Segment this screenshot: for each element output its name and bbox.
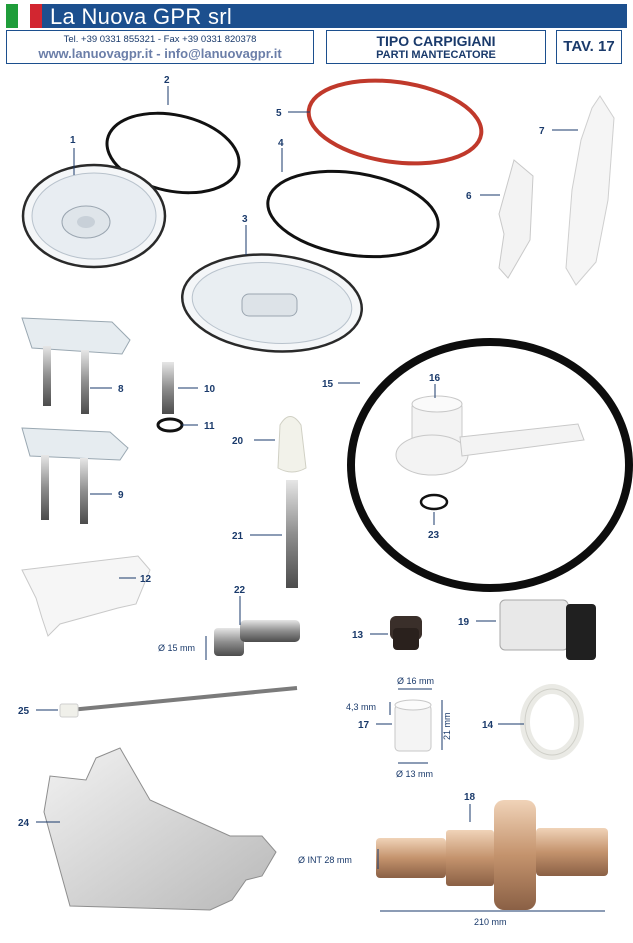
- part-21-pin: [286, 480, 298, 588]
- label-part-20: 20: [232, 436, 244, 447]
- label-part-21: 21: [232, 531, 244, 542]
- part-12-scraper: [21, 555, 151, 637]
- label-part-5: 5: [276, 108, 282, 119]
- part-3-cover: [180, 253, 364, 353]
- part-25-rod: [59, 686, 298, 718]
- part-23-oring: [419, 493, 449, 511]
- part-6-scraper: [498, 159, 534, 279]
- label-part-12: 12: [140, 574, 152, 585]
- label-part-1: 1: [70, 135, 76, 146]
- part-1-cover: [21, 163, 167, 269]
- label-part-6: 6: [466, 191, 472, 202]
- label-part-17: 17: [358, 720, 370, 731]
- part-22-shaft: [214, 620, 300, 656]
- part-15-gasket: [347, 338, 633, 592]
- part-2-gasket: [105, 111, 241, 195]
- page-title: TIPO CARPIGIANI: [376, 33, 496, 49]
- label-part-16: 16: [429, 373, 441, 384]
- leader-lines: [36, 86, 605, 912]
- label-part-23: 23: [428, 530, 440, 541]
- contact-web[interactable]: www.lanuovagpr.it - info@lanuovagpr.it: [38, 46, 282, 61]
- page-subtitle: PARTI MANTECATORE: [376, 49, 496, 61]
- table-reference: TAV. 17: [556, 30, 622, 64]
- part-4-gasket: [266, 169, 440, 259]
- part-16-valve: [395, 395, 585, 476]
- part-5-red-gasket: [306, 78, 484, 166]
- label-part-3: 3: [242, 214, 248, 225]
- dim-17-height-small: 4,3 mm: [346, 702, 376, 712]
- dim-17-top: Ø 16 mm: [397, 676, 434, 686]
- title-box: TIPO CARPIGIANI PARTI MANTECATORE: [326, 30, 546, 64]
- part-10-spring: [162, 362, 174, 414]
- part-9-spring-blade: [21, 427, 129, 524]
- label-part-4: 4: [278, 138, 284, 149]
- part-13-cap: [390, 616, 422, 650]
- dim-18-inner: Ø INT 28 mm: [298, 855, 352, 865]
- dim-22-diameter: Ø 15 mm: [158, 643, 195, 653]
- part-18-shaft: [376, 800, 608, 910]
- label-part-19: 19: [458, 617, 470, 628]
- contact-box: Tel. +39 0331 855321 - Fax +39 0331 8203…: [6, 30, 314, 64]
- label-part-24: 24: [18, 818, 30, 829]
- contact-phone: Tel. +39 0331 855321 - Fax +39 0331 8203…: [63, 34, 257, 45]
- italian-flag-icon: [6, 4, 42, 28]
- part-7-scraper: [565, 95, 615, 286]
- dim-18-length: 210 mm: [474, 917, 507, 927]
- label-part-13: 13: [352, 630, 364, 641]
- label-part-14: 14: [482, 720, 494, 731]
- part-24-plate: [43, 747, 277, 911]
- part-20-knob: [277, 416, 307, 473]
- label-part-10: 10: [204, 384, 216, 395]
- header-bar: La Nuova GPR srl: [6, 4, 627, 29]
- part-11-oring: [156, 417, 184, 433]
- label-part-15: 15: [322, 379, 334, 390]
- dim-17-bottom: Ø 13 mm: [396, 769, 433, 779]
- label-part-25: 25: [18, 706, 30, 717]
- part-17-bushing: [394, 699, 432, 752]
- dim-17-height: 21 mm: [442, 712, 452, 740]
- label-part-18: 18: [464, 792, 476, 803]
- part-14-ring: [520, 684, 584, 760]
- label-part-8: 8: [118, 384, 124, 395]
- part-19-switch: [499, 599, 596, 660]
- company-name: La Nuova GPR srl: [50, 4, 233, 29]
- label-part-2: 2: [164, 75, 170, 86]
- part-8-spring-blade: [21, 317, 131, 414]
- label-part-9: 9: [118, 490, 124, 501]
- label-part-22: 22: [234, 585, 246, 596]
- label-part-7: 7: [539, 126, 545, 137]
- label-part-11: 11: [204, 421, 215, 432]
